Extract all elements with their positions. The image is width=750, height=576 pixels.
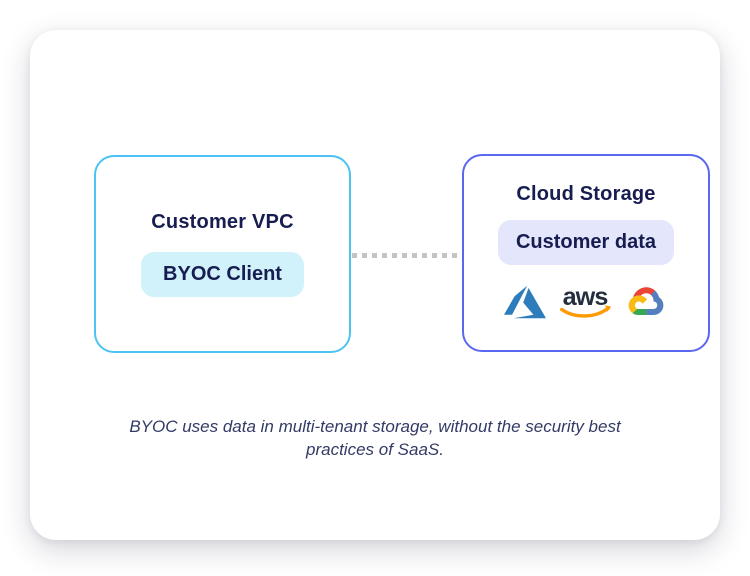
customer-data-pill: Customer data (497, 220, 675, 265)
cloud-provider-logos: aws (504, 281, 668, 323)
aws-icon: aws (559, 283, 612, 318)
dotted-connector-line (352, 253, 462, 258)
cloud-storage-title: Cloud Storage (516, 183, 656, 205)
cloud-storage-box: Cloud Storage Customer data aws (462, 154, 710, 352)
customer-vpc-title: Customer VPC (151, 211, 294, 233)
aws-wordmark: aws (563, 283, 608, 311)
caption-text: BYOC uses data in multi-tenant storage, … (129, 417, 621, 459)
azure-icon (504, 285, 546, 319)
customer-vpc-box: Customer VPC BYOC Client (94, 155, 351, 353)
byoc-client-pill: BYOC Client (141, 252, 304, 297)
diagram-card: Customer VPC BYOC Client Cloud Storage C… (30, 30, 720, 540)
google-cloud-icon (628, 287, 664, 316)
